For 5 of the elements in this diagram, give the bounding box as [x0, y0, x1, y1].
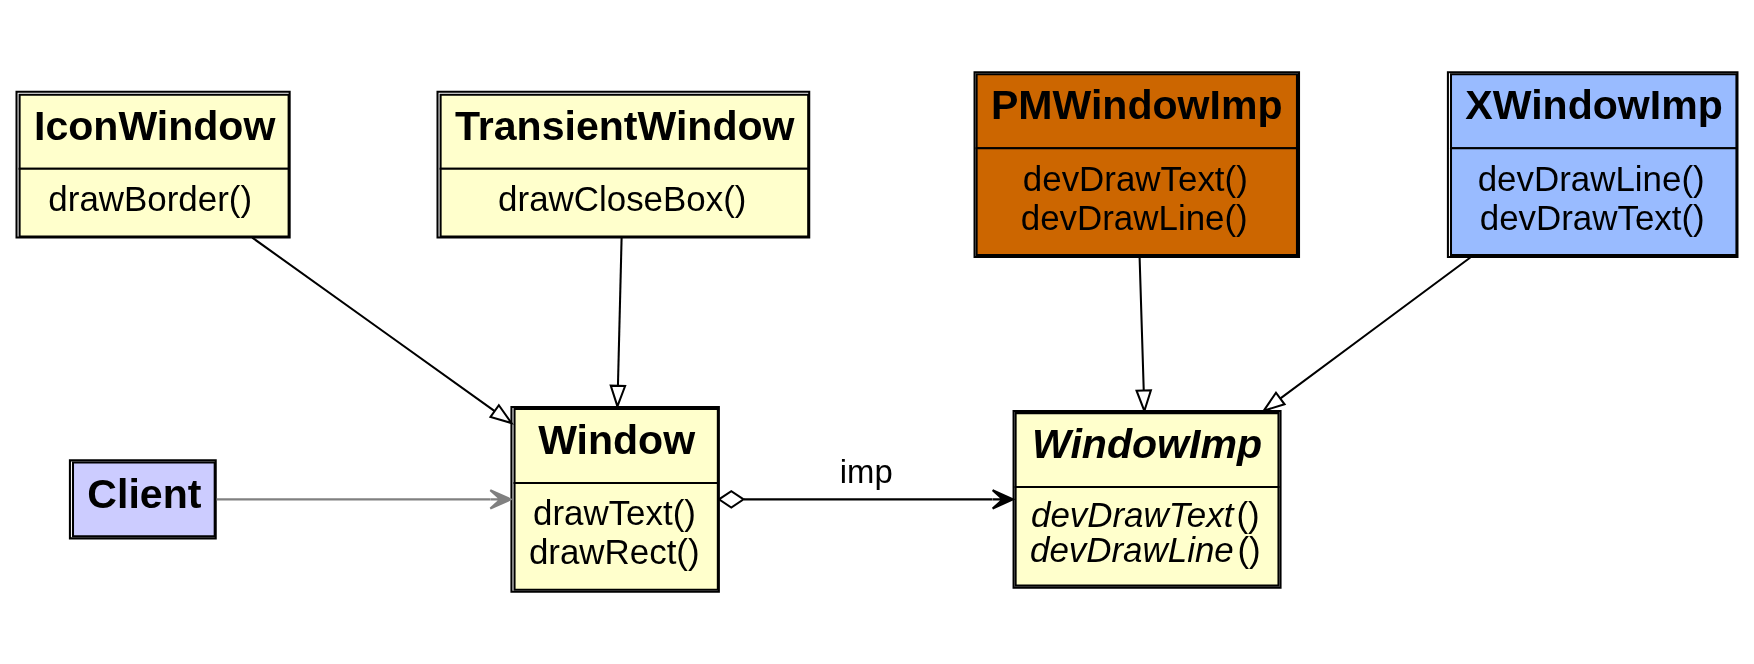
- arrow: [216, 489, 512, 510]
- arrow: [251, 236, 514, 425]
- arrow: [1261, 256, 1471, 413]
- arrow: [717, 489, 1015, 510]
- edge-label: imp: [839, 452, 893, 490]
